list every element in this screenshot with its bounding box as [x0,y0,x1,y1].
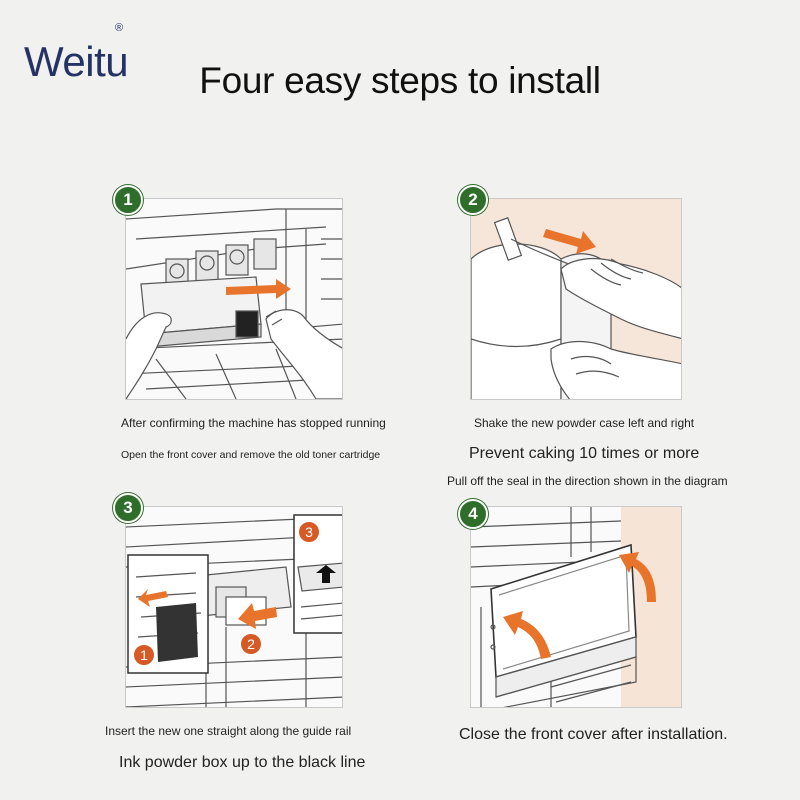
step-4-caption-1: Close the front cover after installation… [459,726,728,743]
step-1-badge: 1 [113,185,143,215]
step-4-arrow-right [619,552,656,602]
step-2-arrow [543,229,596,254]
callout-3: 3 [305,524,313,540]
step-1-illustration [125,198,343,400]
step-3-up-arrow [316,565,336,583]
step-3-caption-1: Insert the new one straight along the gu… [105,724,352,738]
step-1-caption-1: After confirming the machine has stopped… [121,416,386,430]
brand-logo: Weitu [24,38,129,85]
step-4-illustration [470,506,682,708]
step-3-arrow-b [138,589,168,607]
step-3-badge: 3 [113,493,143,523]
step-2-illustration [470,198,682,400]
step-3-arrow-a [238,603,277,629]
step-1-arrow [226,279,291,299]
step-2-caption-2: Prevent caking 10 times or more [469,445,700,462]
page-title: Four easy steps to install [199,60,601,101]
step-3-illustration: 1 2 3 [125,506,343,708]
step-2-caption-3: Pull off the seal in the direction shown… [447,474,728,488]
step-3-caption-2: Ink powder box up to the black line [119,754,366,771]
step-4-arrow-left [503,611,551,659]
callout-1: 1 [140,647,148,663]
step-1-caption-2: Open the front cover and remove the old … [121,449,381,461]
callout-2: 2 [247,636,255,652]
step-2-caption-1: Shake the new powder case left and right [474,416,695,430]
step-4-badge: 4 [458,499,488,529]
registered-mark: ® [115,22,124,34]
step-2-badge: 2 [458,185,488,215]
